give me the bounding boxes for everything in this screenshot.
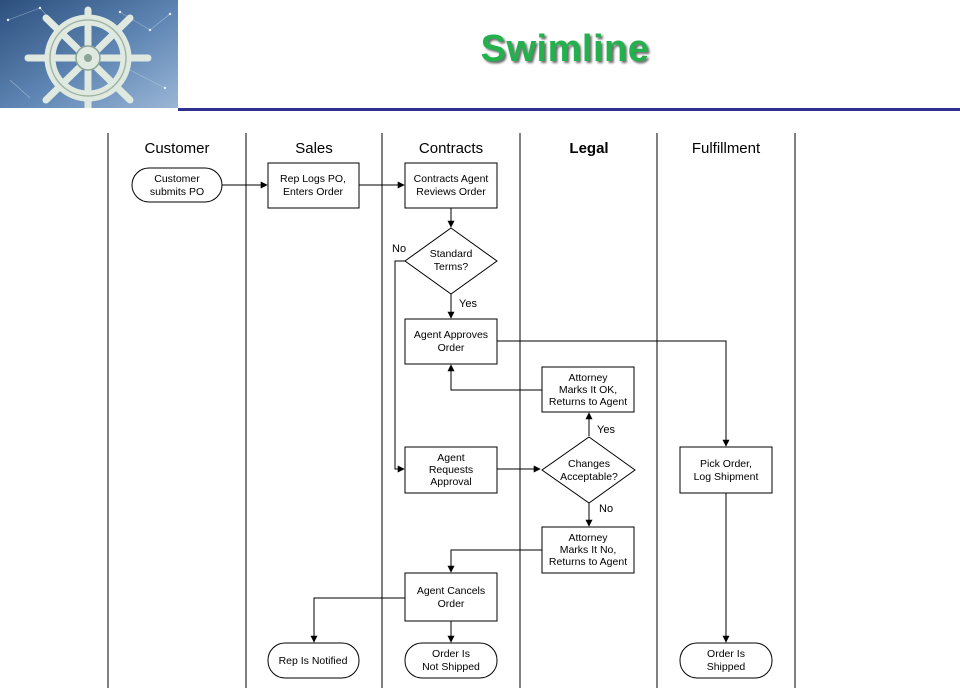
- edge-cancel-to-notify: [310, 597, 405, 643]
- node-rep-notified: Rep Is Notified: [267, 642, 360, 679]
- node-text: Terms?: [434, 261, 469, 273]
- lane-dividers: [107, 133, 796, 688]
- node-text: Marks It No,: [560, 544, 617, 556]
- edge-terms-no: [394, 260, 405, 473]
- node-text: Customer: [154, 173, 200, 185]
- lane-header-fulfillment: Fulfillment: [692, 140, 761, 157]
- node-text: Order: [438, 342, 465, 354]
- node-text: Agent Cancels: [417, 585, 485, 597]
- node-text: Order Is: [707, 648, 745, 660]
- ship-wheel-icon: [0, 0, 178, 112]
- node-text: Rep Is Notified: [279, 655, 348, 667]
- ship-wheel-logo: [0, 0, 178, 112]
- title-rule: [178, 108, 960, 111]
- lane-header-contracts: Contracts: [419, 140, 483, 157]
- node-text: Agent: [437, 452, 465, 464]
- lane-header-sales: Sales: [295, 140, 333, 157]
- svg-text:Rep Is Notified: Rep Is Notified: [279, 655, 348, 667]
- edge-approve-to-pick: [497, 340, 730, 447]
- node-text: submits PO: [150, 186, 204, 198]
- node-rep-logs: Rep Logs PO,Enters Order: [267, 162, 360, 209]
- edge-label-standard-yes: Yes: [459, 298, 477, 310]
- lane-header-legal: Legal: [569, 140, 608, 157]
- node-text: Log Shipment: [694, 471, 759, 483]
- node-text: Attorney: [568, 532, 608, 544]
- node-text: Shipped: [707, 661, 746, 673]
- lane-header-customer: Customer: [144, 140, 209, 157]
- edge-label-changes-yes: Yes: [597, 424, 615, 436]
- node-text: Not Shipped: [422, 661, 480, 673]
- edge-ok-to-approve: [447, 364, 542, 391]
- slide-title: Swimline: [480, 28, 650, 70]
- node-text: Rep Logs PO,: [280, 173, 346, 185]
- node-text: Attorney: [568, 372, 608, 384]
- edge-no-to-cancel: [447, 549, 542, 573]
- node-text: Agent Approves: [414, 329, 488, 341]
- node-text: Contracts Agent: [414, 173, 489, 185]
- node-text: Approval: [430, 476, 471, 488]
- node-text: Standard: [430, 248, 473, 260]
- node-text: Order Is: [432, 648, 470, 660]
- edge-label-changes-no: No: [599, 503, 613, 515]
- node-text: Pick Order,: [700, 458, 752, 470]
- node-text: Requests: [429, 464, 473, 476]
- node-text: Marks It OK,: [559, 384, 617, 396]
- node-text: Order: [438, 598, 465, 610]
- node-text: Returns to Agent: [549, 556, 627, 568]
- node-text: Enters Order: [283, 186, 344, 198]
- edge-label-standard-no: No: [392, 243, 406, 255]
- svg-text:Pick Order,Log Shipment: Pick Order,Log Shipment: [694, 458, 759, 483]
- node-text: Acceptable?: [560, 471, 618, 483]
- connectors: [222, 181, 730, 643]
- node-text: Returns to Agent: [549, 396, 627, 408]
- node-text: Reviews Order: [416, 186, 486, 198]
- node-text: Changes: [568, 458, 610, 470]
- svg-text:Rep Logs PO,Enters Order: Rep Logs PO,Enters Order: [280, 173, 346, 198]
- node-pick-order: Pick Order,Log Shipment: [679, 446, 773, 494]
